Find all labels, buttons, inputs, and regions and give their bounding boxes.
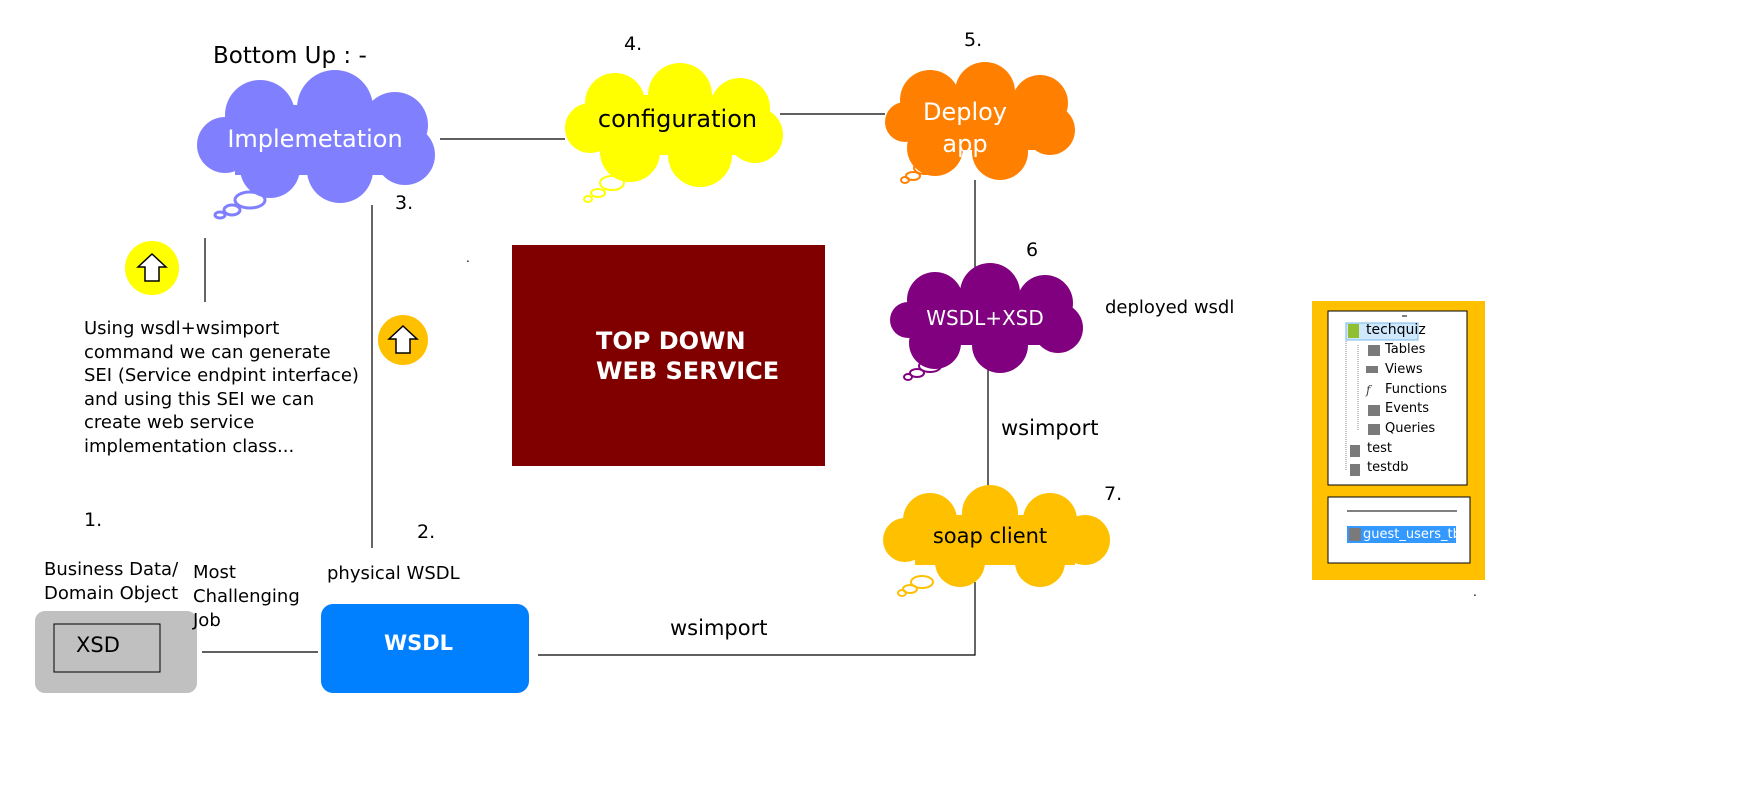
up-arrow-1 [125,241,179,295]
db-tree-tables[interactable]: Tables [1385,342,1426,357]
wsimport-bottom-label: wsimport [670,616,768,640]
deploy-cloud-label: Deploy app [922,98,1008,158]
svg-text:.: . [466,251,470,265]
step-3-label: 3. [395,192,414,214]
deploy-cloud [885,62,1075,180]
up-arrow-2 [378,315,428,365]
configuration-cloud-label: configuration [597,105,758,133]
wsdl-xsd-cloud [890,263,1083,373]
db-tree-test[interactable]: test [1367,441,1392,456]
description-text: Using wsdl+wsimport command we can gener… [84,318,359,457]
svg-text:.: . [1473,585,1477,599]
implementation-cloud [197,70,435,203]
top-down-box-label: TOP DOWN WEB SERVICE [596,327,780,385]
step-2-label: 2. [417,521,436,543]
db-tree-root[interactable]: techquiz [1366,322,1426,338]
soap-client-cloud [883,485,1110,587]
xsd-box-label: XSD [76,633,120,657]
page-heading: Bottom Up : - [213,43,367,69]
db-tree-views[interactable]: Views [1385,362,1423,377]
db-selected-table[interactable]: guest_users_tbl [1363,527,1465,542]
wsdl-box-label: WSDL [383,631,454,655]
connector-wsdl-soap [538,582,976,656]
most-challenging-label: Most Challenging Job [193,562,300,631]
step-6-label: 6 [1026,239,1039,261]
db-tree-functions[interactable]: Functions [1385,382,1448,397]
db-tree-queries[interactable]: Queries [1385,421,1436,436]
step-4-label: 4. [624,33,643,55]
soap-client-cloud-label: soap client [932,524,1048,548]
step-1-label: 1. [84,509,103,531]
top-down-box [512,245,825,466]
step-5-label: 5. [964,29,983,51]
business-data-label: Business Data/ Domain Object [44,559,179,604]
wsdl-xsd-cloud-label: WSDL+XSD [926,306,1044,330]
db-tree-testdb[interactable]: testdb [1367,460,1409,475]
deployed-wsdl-label: deployed wsdl [1105,297,1235,318]
svg-text:f: f [1365,383,1373,397]
wsdl-box [321,604,529,693]
step-7-label: 7. [1104,483,1123,505]
configuration-cloud [565,63,783,187]
physical-wsdl-label: physical WSDL [327,563,460,584]
implementation-cloud-label: Implemetation [227,125,403,153]
wsimport-vertical-label: wsimport [1001,416,1099,440]
db-tree-events[interactable]: Events [1385,401,1430,416]
xsd-box-inner [53,623,161,673]
